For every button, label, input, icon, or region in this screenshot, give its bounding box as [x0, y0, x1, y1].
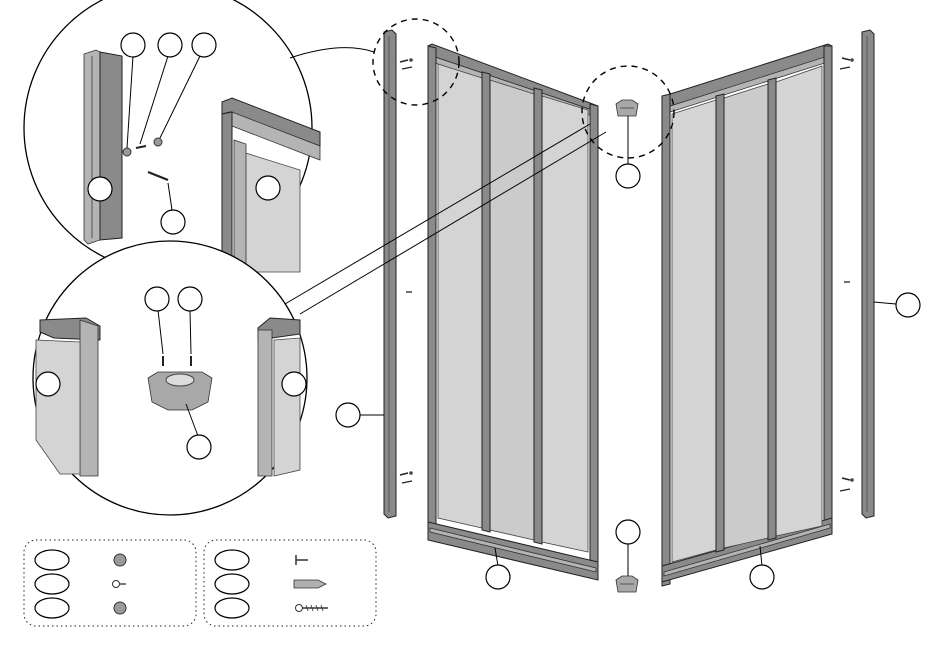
label-circle [616, 520, 640, 544]
long-screw-icon [296, 605, 329, 612]
cap-nut-icon [114, 554, 126, 566]
label-oval [215, 574, 249, 594]
wall-plug-icon [294, 580, 326, 588]
parts-box-left [24, 540, 196, 626]
label-circle [88, 177, 112, 201]
cap-nut-icon [114, 602, 126, 614]
label-circle [336, 403, 360, 427]
label-circle [158, 33, 182, 57]
label-circle [36, 372, 60, 396]
label-circle [187, 435, 211, 459]
label-circle [750, 565, 774, 589]
label-circle [616, 164, 640, 188]
screw-icon [840, 58, 854, 491]
label-circle [256, 176, 280, 200]
top-corner-connector [616, 100, 638, 116]
label-circle [178, 287, 202, 311]
right-door-panel [662, 44, 832, 586]
label-circle [161, 210, 185, 234]
short-screw-icon [296, 555, 308, 565]
screw-icon [113, 581, 127, 588]
screw-icon [400, 58, 413, 483]
label-oval [215, 598, 249, 618]
label-circle [896, 293, 920, 317]
label-circle [192, 33, 216, 57]
label-oval [35, 598, 69, 618]
label-circle [486, 565, 510, 589]
label-circle [121, 33, 145, 57]
bottom-corner-connector [616, 576, 638, 592]
left-wall-profile [384, 30, 413, 518]
right-wall-profile [840, 30, 874, 518]
label-circle [282, 372, 306, 396]
corner-detail-callout [24, 0, 374, 272]
label-oval [215, 550, 249, 570]
label-oval [35, 574, 69, 594]
label-circle [145, 287, 169, 311]
left-door-panel [428, 44, 598, 580]
label-oval [35, 550, 69, 570]
parts-box-right [204, 540, 376, 626]
